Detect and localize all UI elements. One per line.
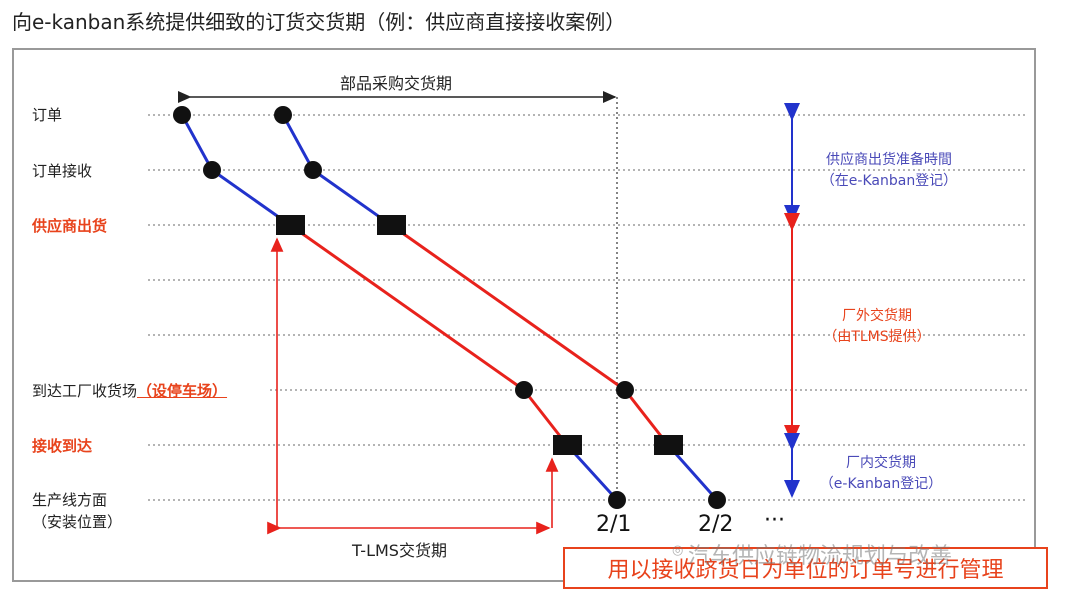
row-label-line-1: 生产线方面 — [32, 491, 108, 509]
row-label-supplier-ship: 供应商出货 — [32, 217, 108, 235]
flow1-line-dot — [608, 491, 626, 509]
flow-2 — [274, 106, 726, 509]
flow1-seg-order — [180, 114, 214, 171]
flow2-seg-order — [281, 114, 315, 171]
tlms-leadtime-label: T-LMS交货期 — [352, 541, 447, 560]
inside-leadtime-annotation: 厂内交货期 （e-Kanban登记） — [810, 453, 952, 495]
row-label-arrive-main: 到达工厂收货场 — [32, 382, 138, 400]
date-label-more: ··· — [764, 508, 785, 533]
flow1-receive-box — [553, 435, 582, 455]
row-label-arrive-sub: （设停车场） — [137, 382, 228, 400]
row-label-receive-arrive: 接收到达 — [32, 437, 93, 455]
flow2-ship-box — [377, 215, 406, 235]
inside-line1: 厂内交货期 — [846, 455, 916, 471]
flow1-arrive-dot — [515, 381, 533, 399]
flow1-order-dot — [173, 106, 191, 124]
row-label-line-2: （安装位置） — [32, 513, 123, 531]
supplier-prep-annotation: 供应商出货准备時間 （在e-Kanban登记） — [806, 150, 972, 192]
outside-line2: （由TLMS提供） — [823, 329, 931, 345]
flow2-receive-dot — [304, 161, 322, 179]
flow1-seg-transit — [289, 223, 525, 392]
supplier-prep-line2: （在e-Kanban登记） — [820, 173, 958, 189]
page-title: 向e-kanban系统提供细致的订货交货期（例：供应商直接接收案例） — [12, 10, 626, 34]
date-label-1: 2/1 — [596, 512, 632, 537]
flow2-receive-box — [654, 435, 683, 455]
purchase-leadtime-label: 部品采购交货期 — [340, 74, 453, 93]
flow1-ship-box — [276, 215, 305, 235]
outside-line1: 厂外交货期 — [842, 308, 912, 324]
footer-note-text: 用以接收跻货日为单位的订单号进行管理 — [607, 558, 1004, 583]
flow2-arrive-dot — [616, 381, 634, 399]
flow2-seg-transit — [390, 223, 626, 392]
date-label-2: 2/2 — [698, 512, 734, 537]
row-label-order-receive: 订单接收 — [32, 162, 93, 180]
diagram-frame — [12, 48, 1036, 582]
flow1-receive-dot — [203, 161, 221, 179]
flow2-order-dot — [274, 106, 292, 124]
row-label-arrive: 到达工厂收货场（设停车场） — [32, 380, 227, 401]
tlms-bracket — [267, 237, 559, 535]
flow-1 — [173, 106, 626, 509]
wechat-icon: ◎ — [672, 543, 684, 558]
outside-leadtime-annotation: 厂外交货期 （由TLMS提供） — [816, 306, 938, 348]
flow2-line-dot — [708, 491, 726, 509]
inside-line2: （e-Kanban登记） — [819, 476, 943, 492]
supplier-prep-line1: 供应商出货准备時間 — [826, 152, 952, 168]
footer-note: 用以接收跻货日为单位的订单号进行管理 — [563, 547, 1048, 589]
row-label-order: 订单 — [32, 106, 63, 124]
watermark: 汽车供应链物流规划与改善 — [688, 544, 953, 569]
